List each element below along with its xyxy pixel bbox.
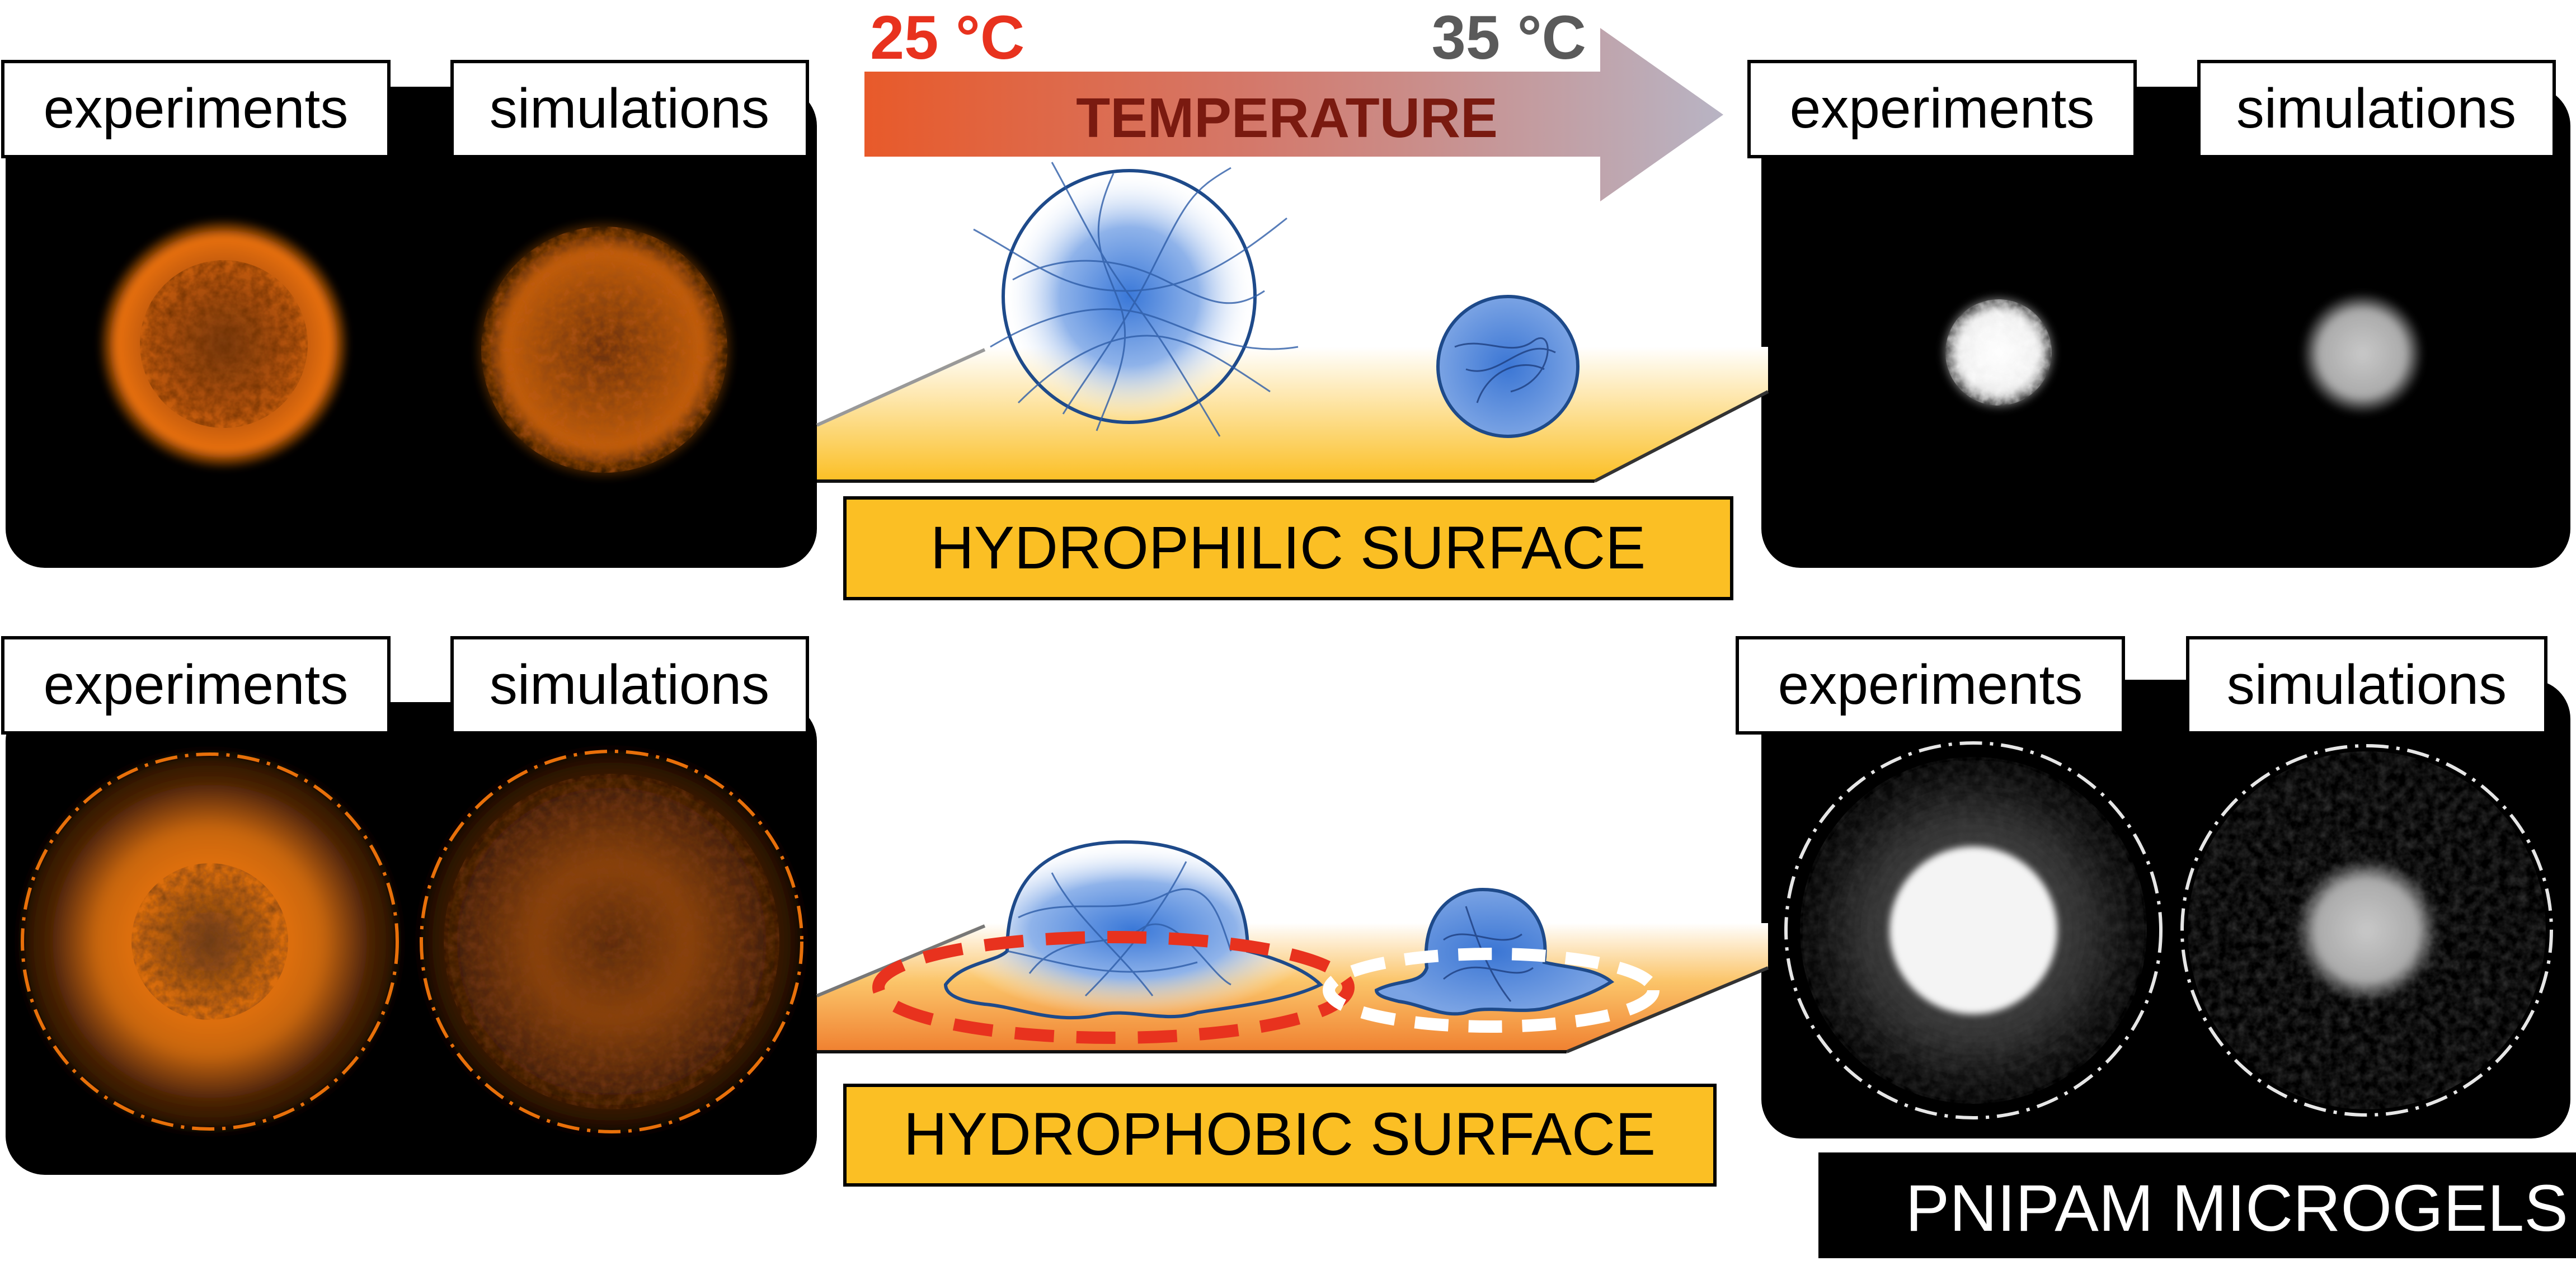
label-simulations: simulations bbox=[490, 653, 769, 716]
experiment-image-bottom-left bbox=[21, 752, 399, 1131]
simulation-image-top-right bbox=[2301, 292, 2424, 415]
footer-bg bbox=[1818, 1152, 2576, 1258]
label-simulations: simulations bbox=[490, 77, 769, 140]
label-simulations: simulations bbox=[2236, 77, 2516, 140]
swollen-microgel bbox=[973, 162, 1299, 437]
dashed-outline bbox=[420, 750, 803, 1133]
temp-low-label: 25 °C bbox=[870, 3, 1024, 72]
dashed-outline bbox=[2180, 744, 2553, 1117]
temperature-label: TEMPERATURE bbox=[1076, 87, 1498, 149]
temp-high-label: 35 °C bbox=[1432, 3, 1586, 72]
dashed-outline bbox=[1784, 741, 2163, 1119]
experiment-image-top-left bbox=[98, 218, 350, 470]
spread-microgel-collapsed bbox=[1323, 887, 1660, 1033]
contact-outline-white bbox=[1323, 948, 1660, 1033]
label-box bbox=[1736, 636, 2125, 735]
label-experiments: experiments bbox=[1790, 77, 2095, 140]
hydrophilic-label: HYDROPHILIC SURFACE bbox=[843, 496, 1733, 600]
simulation-image-top-left bbox=[473, 218, 736, 481]
arrow-shape bbox=[864, 28, 1723, 201]
label-experiments: experiments bbox=[44, 653, 349, 716]
experiment-image-bottom-right bbox=[1784, 741, 2163, 1119]
footer: PNIPAM MICROGELS bbox=[1818, 1152, 2576, 1258]
dashed-outline bbox=[21, 752, 399, 1131]
label-box bbox=[1747, 60, 2137, 158]
hydrophobic-label: HYDROPHOBIC SURFACE bbox=[843, 1084, 1717, 1187]
label-box bbox=[450, 636, 809, 735]
collapsed-microgel bbox=[1436, 295, 1580, 438]
simulation-image-bottom-left bbox=[420, 750, 803, 1133]
contact-outline-red bbox=[872, 931, 1355, 1044]
label-experiments: experiments bbox=[44, 77, 349, 140]
hydrophilic-text: HYDROPHILIC SURFACE bbox=[930, 514, 1646, 581]
hydrophobic-scene bbox=[816, 840, 1769, 1053]
spread-microgel-swollen bbox=[872, 840, 1355, 1044]
label-box bbox=[2197, 60, 2556, 158]
label-box bbox=[1, 60, 391, 158]
label-box bbox=[1, 636, 391, 735]
label-simulations: simulations bbox=[2227, 653, 2507, 716]
label-box bbox=[2186, 636, 2547, 735]
experiment-image-top-right bbox=[1940, 294, 2057, 411]
label-box bbox=[450, 60, 809, 158]
temperature-arrow: 25 °C 35 °C TEMPERATURE bbox=[864, 3, 1723, 201]
simulation-image-bottom-right bbox=[2180, 744, 2553, 1117]
panel-top-right: experiments simulations bbox=[1747, 60, 2570, 568]
panel-bg bbox=[1761, 87, 2570, 568]
panel-top-left: experiments simulations bbox=[1, 60, 817, 568]
surface-plane bbox=[817, 347, 1768, 481]
hydrophobic-text: HYDROPHOBIC SURFACE bbox=[904, 1100, 1656, 1168]
label-experiments: experiments bbox=[1778, 653, 2083, 716]
footer-title: PNIPAM MICROGELS bbox=[1905, 1171, 2568, 1245]
panel-bottom-left: experiments simulations bbox=[1, 636, 817, 1175]
panel-bottom-right: experiments simulations bbox=[1736, 636, 2570, 1138]
hydrophilic-scene bbox=[816, 162, 1769, 483]
